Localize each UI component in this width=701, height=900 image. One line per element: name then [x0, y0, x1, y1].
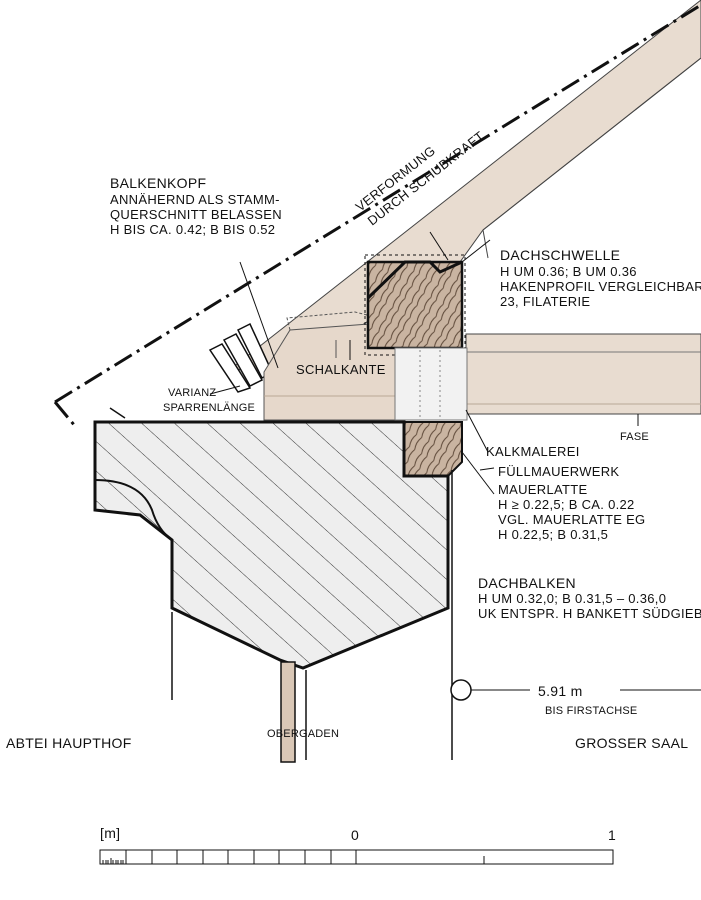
ridge-height-marker: [450, 679, 701, 701]
roof-sill: [364, 254, 466, 356]
label-height-caption: BIS FIRSTACHSE: [545, 705, 637, 717]
scale-unit: [m]: [100, 825, 120, 841]
label-balkenkopf-1: ANNÄHERND ALS STAMM-: [110, 192, 280, 207]
masonry-wall: [93, 420, 450, 670]
leader-lines: [209, 231, 639, 495]
label-mauerlatte-3: H 0.22,5; B 0.31,5: [498, 527, 608, 542]
fill-masonry: [394, 347, 468, 421]
label-dachschwelle-1: H UM 0.36; B UM 0.36: [500, 264, 637, 279]
label-fase: FASE: [620, 431, 649, 443]
label-dachbalken-1: H UM 0.32,0; B 0.31,5 – 0.36,0: [478, 591, 666, 606]
label-mauerlatte-2: VGL. MAUERLATTE EG: [498, 512, 645, 527]
label-varianz-1: VARIANZ: [168, 387, 216, 399]
label-dachbalken-title: DACHBALKEN: [478, 575, 576, 591]
label-varianz-2: SPARRENLÄNGE: [163, 402, 255, 414]
label-dachbalken-2: UK ENTSPR. H BANKETT SÜDGIEBEL: [478, 606, 701, 621]
label-height-value: 5.91 m: [538, 683, 583, 699]
label-fuellmauerwerk: FÜLLMAUERWERK: [498, 464, 619, 479]
wall-lines: [171, 470, 453, 763]
label-mauerlatte-1: H ≥ 0.22,5; B CA. 0.22: [498, 497, 635, 512]
roof-outline-dashdot: [53, 3, 701, 427]
label-grosser-saal: GROSSER SAAL: [575, 735, 688, 751]
rafter-variance-marks: [109, 322, 273, 419]
label-dachschwelle-2: HAKENPROFIL VERGLEICHBAR: [500, 279, 701, 294]
wall-plate: [403, 421, 463, 477]
label-abtei: ABTEI HAUPTHOF: [6, 735, 132, 751]
label-balkenkopf-2: QUERSCHNITT BELASSEN: [110, 207, 282, 222]
label-schalkante: SCHALKANTE: [296, 362, 386, 377]
rafter: [230, 0, 701, 379]
label-kalkmalerei: KALKMALEREI: [486, 444, 580, 459]
scale-zero: 0: [351, 827, 359, 843]
scale-one: 1: [608, 827, 616, 843]
scale-bar: [m] 0 1: [99, 825, 616, 865]
label-mauerlatte-title: MAUERLATTE: [498, 482, 587, 497]
label-dachschwelle-title: DACHSCHWELLE: [500, 247, 620, 263]
label-balkenkopf-title: BALKENKOPF: [110, 175, 206, 191]
ceiling-beam: [465, 333, 701, 415]
label-dachschwelle-3: 23, FILATERIE: [500, 294, 590, 309]
label-obergaden: OBERGADEN: [267, 728, 339, 740]
label-balkenkopf-3: H BIS CA. 0.42; B BIS 0.52: [110, 222, 275, 237]
